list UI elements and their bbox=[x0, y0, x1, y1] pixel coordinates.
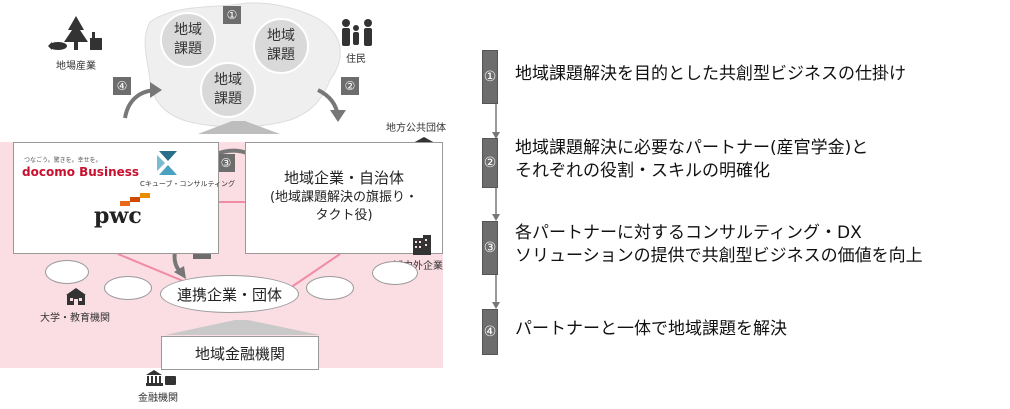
flow-step-num: ① bbox=[483, 69, 497, 85]
local-company-box: 地域企業・自治体 (地域課題解決の旗振り・ タクト役) bbox=[245, 142, 443, 254]
residents-icon bbox=[342, 19, 372, 46]
step-badge-1: ① bbox=[223, 6, 241, 24]
ccube-logo-icon bbox=[157, 151, 177, 175]
local-industry-icon bbox=[48, 16, 102, 50]
step-badge-2: ② bbox=[341, 77, 359, 95]
bank-icon bbox=[146, 370, 176, 386]
label-residents: 住民 bbox=[346, 54, 366, 65]
partners-oval-label: 連携企業・団体 bbox=[176, 285, 282, 304]
flow-connectors bbox=[492, 103, 500, 309]
partner-oval-empty bbox=[372, 261, 418, 285]
local-company-subtitle: (地域課題解決の旗振り・ タクト役) bbox=[269, 190, 419, 223]
map-base-shade bbox=[198, 121, 280, 134]
office-building-icon bbox=[413, 235, 431, 255]
partner-logos-box: つなごう。驚きを。幸せを。 docomo Business Cキューブ・コンサル… bbox=[13, 142, 235, 254]
pwc-logo-mark bbox=[120, 193, 150, 206]
flow-step-badge-1: ① bbox=[482, 50, 498, 104]
local-company-title: 地域企業・自治体 bbox=[283, 169, 404, 187]
partner-oval-empty bbox=[306, 276, 354, 300]
partners-oval: 連携企業・団体 bbox=[160, 275, 299, 313]
ccube-logo-text: Cキューブ・コンサルティング bbox=[140, 180, 236, 188]
regional-bank-label: 地域金融機関 bbox=[194, 344, 285, 363]
flow-step-text-2: 地域課題解決に必要なパートナー(産官学金)と それぞれの役割・スキルの明確化 bbox=[515, 138, 869, 181]
issue-bubble-label: 地域 課題 bbox=[174, 22, 202, 57]
issue-bubble: 地域 課題 bbox=[253, 18, 309, 74]
label-in-out-companies: 域内外企業 bbox=[393, 261, 443, 272]
step-badge-3: ③ bbox=[217, 154, 235, 172]
school-icon bbox=[66, 288, 86, 305]
flow-step-text-1: 地域課題解決を目的とした共創型ビジネスの仕掛け bbox=[515, 64, 906, 84]
flow-step-badge-2: ② bbox=[482, 138, 498, 188]
issue-bubble-label: 地域 課題 bbox=[267, 28, 295, 63]
docomo-tagline: つなごう。驚きを。幸せを。 bbox=[24, 157, 102, 164]
issue-bubble: 地域 課題 bbox=[200, 62, 256, 118]
partner-oval-empty bbox=[104, 276, 152, 300]
label-local-government: 地方公共団体 bbox=[386, 123, 446, 134]
partner-oval-empty bbox=[45, 260, 89, 284]
issue-bubble: 地域 課題 bbox=[160, 12, 216, 68]
label-financial-institution: 金融機関 bbox=[138, 393, 178, 404]
bank-base-shade bbox=[165, 320, 320, 335]
flow-step-text-4: パートナーと一体で地域課題を解決 bbox=[515, 319, 787, 339]
label-university: 大学・教育機関 bbox=[40, 313, 110, 324]
regional-bank-box: 地域金融機関 bbox=[161, 336, 319, 370]
issue-bubble-label: 地域 課題 bbox=[214, 72, 242, 107]
flow-step-num: ② bbox=[483, 155, 497, 171]
flow-step-badge-4: ④ bbox=[482, 309, 498, 355]
pwc-logo: pwc bbox=[94, 203, 142, 229]
flow-step-num: ③ bbox=[483, 240, 497, 256]
docomo-business-logo: docomo Business bbox=[22, 165, 140, 179]
step-badge-4: ④ bbox=[113, 77, 131, 95]
label-local-industry: 地場産業 bbox=[56, 61, 96, 72]
flow-step-badge-3: ③ bbox=[482, 221, 498, 275]
flow-step-text-3: 各パートナーに対するコンサルティング・DX ソリューションの提供で共創型ビジネス… bbox=[515, 223, 923, 266]
flow-step-num: ④ bbox=[483, 324, 497, 340]
link-line bbox=[289, 253, 341, 289]
